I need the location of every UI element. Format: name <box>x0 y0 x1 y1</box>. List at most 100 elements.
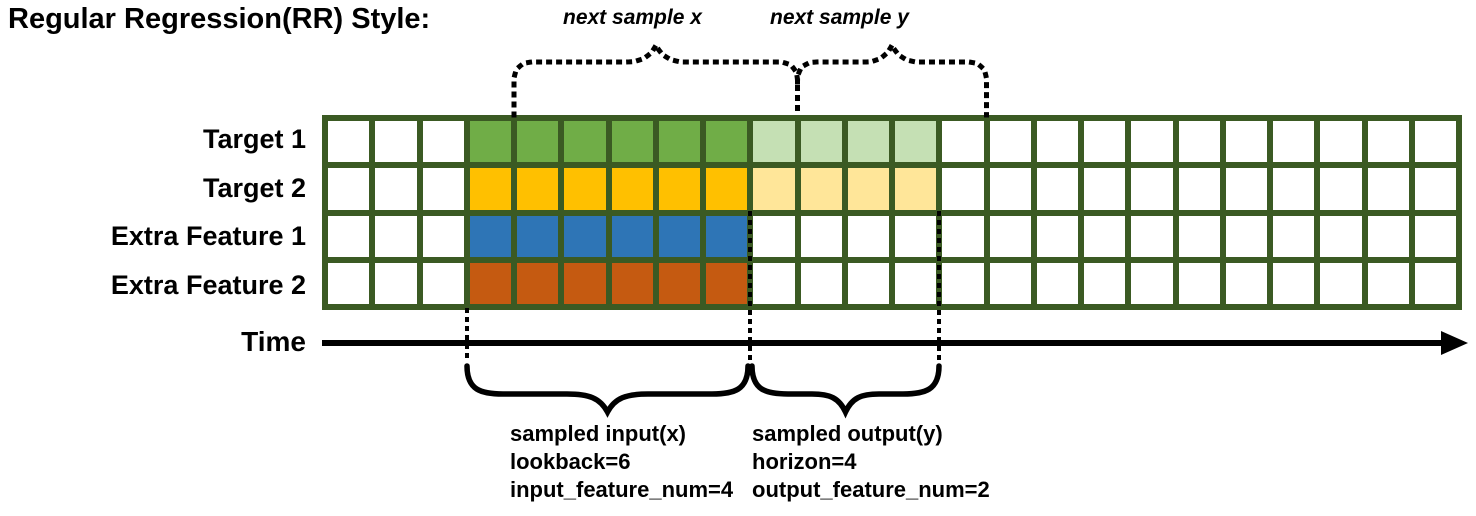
time-arrow-head <box>1441 331 1468 355</box>
grid-cell <box>1367 121 1409 163</box>
input-feature-num-line: input_feature_num=4 <box>510 477 734 502</box>
grid-cell-output-window <box>800 121 842 163</box>
cells-grid <box>322 115 1462 310</box>
grid-cell-output-window <box>895 121 937 163</box>
grid-cell-output-window <box>895 168 937 210</box>
next-sample-x-brace <box>511 39 800 118</box>
grid-cell <box>847 215 889 257</box>
grid-cell <box>800 262 842 304</box>
grid-cell-input-window <box>706 168 748 210</box>
grid-cell <box>1367 168 1409 210</box>
grid-cell <box>1225 168 1267 210</box>
grid-cell-input-window <box>564 168 606 210</box>
grid-cell-output-window <box>800 168 842 210</box>
grid-cell <box>1178 262 1220 304</box>
grid-cell-input-window <box>564 121 606 163</box>
grid-cell-output-window <box>753 121 795 163</box>
grid-cell <box>1225 121 1267 163</box>
grid-cell <box>942 121 984 163</box>
grid-cell <box>1084 262 1126 304</box>
grid-cell <box>1273 215 1315 257</box>
horizon-line: horizon=4 <box>752 449 857 474</box>
grid-cell <box>895 215 937 257</box>
grid-cell-output-window <box>847 121 889 163</box>
grid-cell <box>1036 121 1078 163</box>
grid-cell <box>1178 168 1220 210</box>
grid-cell-input-window <box>517 121 559 163</box>
output-brace <box>749 363 942 419</box>
grid-cell <box>895 262 937 304</box>
grid-cell <box>989 168 1031 210</box>
time-label: Time <box>241 326 306 357</box>
grid-cell <box>422 215 464 257</box>
grid-cell <box>1131 168 1173 210</box>
grid-cell <box>989 262 1031 304</box>
row-labels: Target 1 Target 2 Extra Feature 1 Extra … <box>0 115 314 310</box>
grid-cell <box>1084 168 1126 210</box>
grid-cell <box>942 168 984 210</box>
grid-cell <box>1273 262 1315 304</box>
next-sample-y-label: next sample y <box>770 6 909 29</box>
grid-cell <box>1131 262 1173 304</box>
grid-cell-input-window <box>469 121 511 163</box>
grid-cell-input-window <box>564 262 606 304</box>
grid-cell <box>1036 168 1078 210</box>
grid-cell-input-window <box>517 215 559 257</box>
grid-cell <box>422 262 464 304</box>
grid-cell <box>328 215 370 257</box>
next-sample-x-label: next sample x <box>563 6 702 29</box>
grid-cell-output-window <box>753 168 795 210</box>
diagram-title: Regular Regression(RR) Style: <box>8 3 431 35</box>
grid-cell <box>1131 215 1173 257</box>
lookback-line: lookback=6 <box>510 449 631 474</box>
grid-cell <box>422 121 464 163</box>
grid-cell <box>375 215 417 257</box>
grid-cell <box>942 215 984 257</box>
row-label-target-1: Target 1 <box>202 123 306 154</box>
grid-cell <box>1414 262 1456 304</box>
grid-cell-output-window <box>847 168 889 210</box>
input-brace <box>464 363 751 418</box>
grid-cell-input-window <box>469 215 511 257</box>
grid-cell <box>1084 121 1126 163</box>
grid-cell <box>753 215 795 257</box>
grid-cell <box>1367 215 1409 257</box>
grid-cell <box>800 215 842 257</box>
grid-cell <box>1320 121 1362 163</box>
grid-cell <box>1225 262 1267 304</box>
grid-cell-input-window <box>658 215 700 257</box>
grid-cell <box>375 121 417 163</box>
grid-cell <box>1273 168 1315 210</box>
grid-cell <box>1225 215 1267 257</box>
grid-cell-input-window <box>658 262 700 304</box>
grid-cell-input-window <box>658 168 700 210</box>
row-label-target-2: Target 2 <box>202 172 306 203</box>
grid-cell-input-window <box>517 262 559 304</box>
grid-cell <box>1131 121 1173 163</box>
grid-cell <box>422 168 464 210</box>
grid-cell-input-window <box>564 215 606 257</box>
grid-cell-input-window <box>469 168 511 210</box>
sampled-output-line: sampled output(y) <box>752 421 943 446</box>
grid-cell <box>989 215 1031 257</box>
grid-cell <box>1036 215 1078 257</box>
grid-cell <box>328 121 370 163</box>
grid-cell <box>328 168 370 210</box>
grid-cell <box>328 262 370 304</box>
grid-cell-input-window <box>706 215 748 257</box>
grid-cell <box>375 262 417 304</box>
grid-cell <box>1320 215 1362 257</box>
grid-cell <box>847 262 889 304</box>
grid-cell <box>1178 121 1220 163</box>
grid-cell-input-window <box>706 121 748 163</box>
sampled-input-line: sampled input(x) <box>510 421 687 446</box>
output-feature-num-line: output_feature_num=2 <box>752 477 990 502</box>
grid-cell <box>989 121 1031 163</box>
grid-cell-input-window <box>469 262 511 304</box>
grid-cell <box>1084 215 1126 257</box>
grid-cell <box>375 168 417 210</box>
grid-cell <box>753 262 795 304</box>
grid-cell <box>1367 262 1409 304</box>
next-sample-y-brace <box>794 39 989 118</box>
